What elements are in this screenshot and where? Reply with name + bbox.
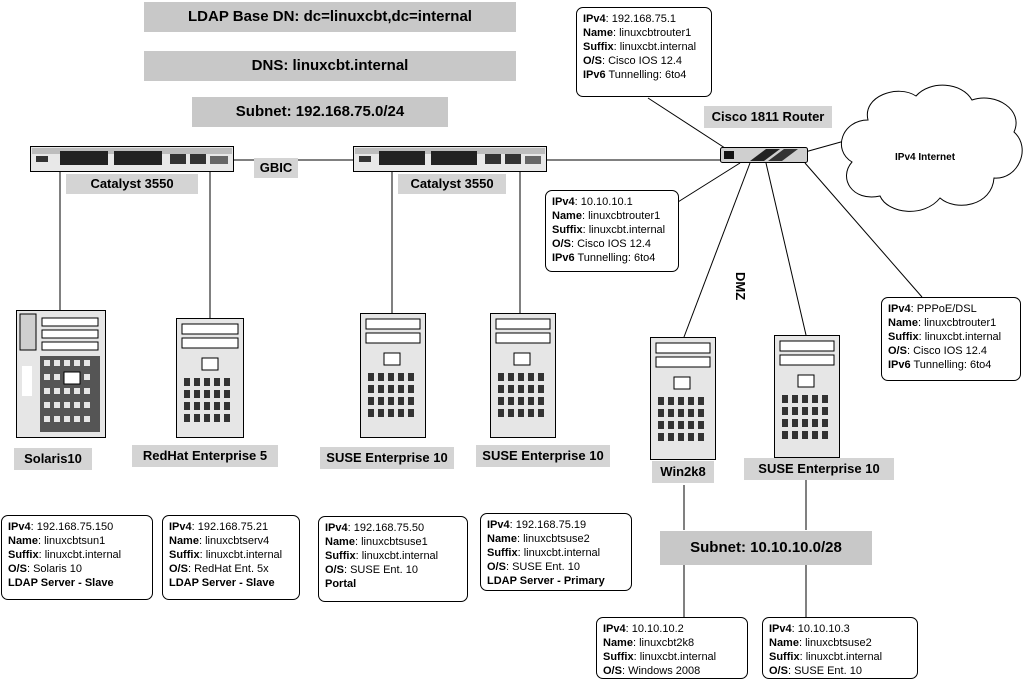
- dmz-suse-server-icon: [774, 335, 840, 458]
- router-info-box-dmz: IPv4: 10.10.10.1 Name: linuxcbtrouter1 S…: [545, 190, 679, 272]
- server-label-redhat: RedHat Enterprise 5: [132, 445, 278, 467]
- dmz-subnet-banner: Subnet: 10.10.10.0/28: [660, 531, 872, 565]
- router-label: Cisco 1811 Router: [704, 106, 832, 128]
- router-info-box-lan: IPv4: 192.168.75.1 Name: linuxcbtrouter1…: [576, 7, 712, 97]
- switch-left-label: Catalyst 3550: [66, 174, 198, 194]
- host-info-box-suse1: IPv4: 192.168.75.50 Name: linuxcbtsuse1 …: [318, 516, 468, 602]
- server-label-suse1: SUSE Enterprise 10: [320, 447, 454, 469]
- redhat-server-icon: [176, 318, 244, 438]
- server-label-solaris: Solaris10: [14, 448, 92, 470]
- server-label-win2k8: Win2k8: [652, 461, 714, 483]
- internet-cloud-icon: [840, 84, 1023, 212]
- host-info-box-win2k8: IPv4: 10.10.10.2 Name: linuxcbt2k8 Suffi…: [596, 617, 748, 679]
- switch-right-icon: [353, 146, 547, 172]
- router-icon: [720, 147, 808, 163]
- switch-left-icon: [30, 146, 234, 172]
- dmz-label: DMZ: [733, 272, 748, 301]
- host-info-box-suse2: IPv4: 192.168.75.19 Name: linuxcbtsuse2 …: [480, 513, 632, 591]
- server-label-dmz-suse: SUSE Enterprise 10: [744, 458, 894, 480]
- server-label-suse2: SUSE Enterprise 10: [476, 445, 610, 467]
- link-router-dmz-suse: [765, 162, 807, 336]
- dns-banner: DNS: linuxcbt.internal: [144, 51, 516, 81]
- suse1-server-icon: [360, 313, 426, 438]
- win2k8-server-icon: [650, 337, 716, 460]
- solaris-server-icon: [16, 310, 106, 438]
- suse2-server-icon: [490, 313, 556, 438]
- link-router-box3: [804, 162, 923, 298]
- host-info-box-dmz-suse: IPv4: 10.10.10.3 Name: linuxcbtsuse2 Suf…: [762, 617, 918, 679]
- link-router-box1: [647, 97, 729, 151]
- gbic-label: GBIC: [254, 158, 298, 178]
- link-router-win: [683, 162, 751, 338]
- router-info-box-wan: IPv4: PPPoE/DSL Name: linuxcbtrouter1 Su…: [881, 297, 1021, 381]
- ldap-base-dn-banner: LDAP Base DN: dc=linuxcbt,dc=internal: [144, 2, 516, 32]
- host-info-box-redhat: IPv4: 192.168.75.21 Name: linuxcbtserv4 …: [162, 515, 300, 600]
- switch-right-label: Catalyst 3550: [398, 174, 506, 194]
- main-subnet-banner: Subnet: 192.168.75.0/24: [192, 97, 448, 127]
- host-info-box-solaris: IPv4: 192.168.75.150 Name: linuxcbtsun1 …: [1, 515, 153, 600]
- internet-label: IPv4 Internet: [895, 152, 956, 163]
- link-router-to-internet: [804, 139, 849, 153]
